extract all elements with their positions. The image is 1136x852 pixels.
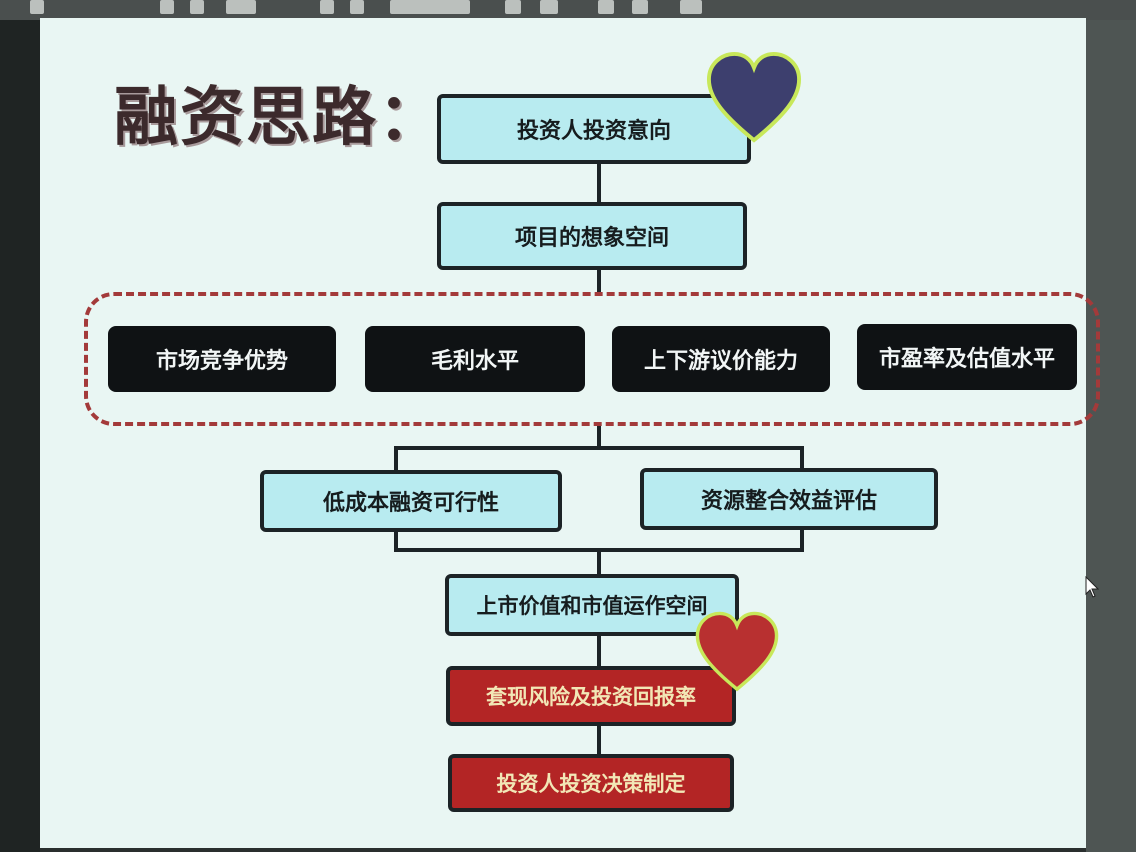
factor-group-frame <box>84 292 1100 426</box>
slide-title: 融资思路： <box>114 81 444 155</box>
step-listing-value: 上市价值和市值运作空间 <box>445 574 739 636</box>
factor-market-competition: 市场竞争优势 <box>108 326 336 392</box>
connector-line <box>597 426 601 448</box>
toolbar-button[interactable] <box>505 0 521 14</box>
toolbar-button[interactable] <box>160 0 174 14</box>
factor-gross-margin: 毛利水平 <box>365 326 585 392</box>
connector-line <box>394 446 804 450</box>
mouse-cursor-icon <box>1085 576 1099 598</box>
branch-low-cost-financing: 低成本融资可行性 <box>260 470 562 532</box>
toolbar-button[interactable] <box>540 0 558 14</box>
connector-line <box>597 162 601 204</box>
step-investor-intention: 投资人投资意向 <box>437 94 751 164</box>
heart-icon <box>695 611 779 692</box>
toolbar-button[interactable] <box>190 0 204 14</box>
right-panel-edge <box>1086 20 1136 852</box>
branch-resource-integration: 资源整合效益评估 <box>640 468 938 530</box>
heart-icon <box>706 51 802 143</box>
toolbar-button[interactable] <box>598 0 614 14</box>
connector-line <box>597 634 601 668</box>
connector-line <box>597 724 601 756</box>
connector-line <box>597 550 601 576</box>
left-panel-edge <box>0 20 40 852</box>
factor-pe-valuation: 市盈率及估值水平 <box>857 324 1077 390</box>
toolbar-button[interactable] <box>350 0 364 14</box>
toolbar-button[interactable] <box>30 0 44 14</box>
toolbar-button[interactable] <box>632 0 648 14</box>
toolbar-button[interactable] <box>320 0 334 14</box>
toolbar-button[interactable] <box>226 0 256 14</box>
step-project-imagination-space: 项目的想象空间 <box>437 202 747 270</box>
step-investment-decision: 投资人投资决策制定 <box>448 754 734 812</box>
toolbar-button[interactable] <box>680 0 702 14</box>
step-cashout-risk-return: 套现风险及投资回报率 <box>446 666 736 726</box>
toolbar-button[interactable] <box>390 0 470 14</box>
connector-line <box>597 268 601 294</box>
factor-bargaining-power: 上下游议价能力 <box>612 326 830 392</box>
ppt-toolbar <box>0 0 1136 20</box>
